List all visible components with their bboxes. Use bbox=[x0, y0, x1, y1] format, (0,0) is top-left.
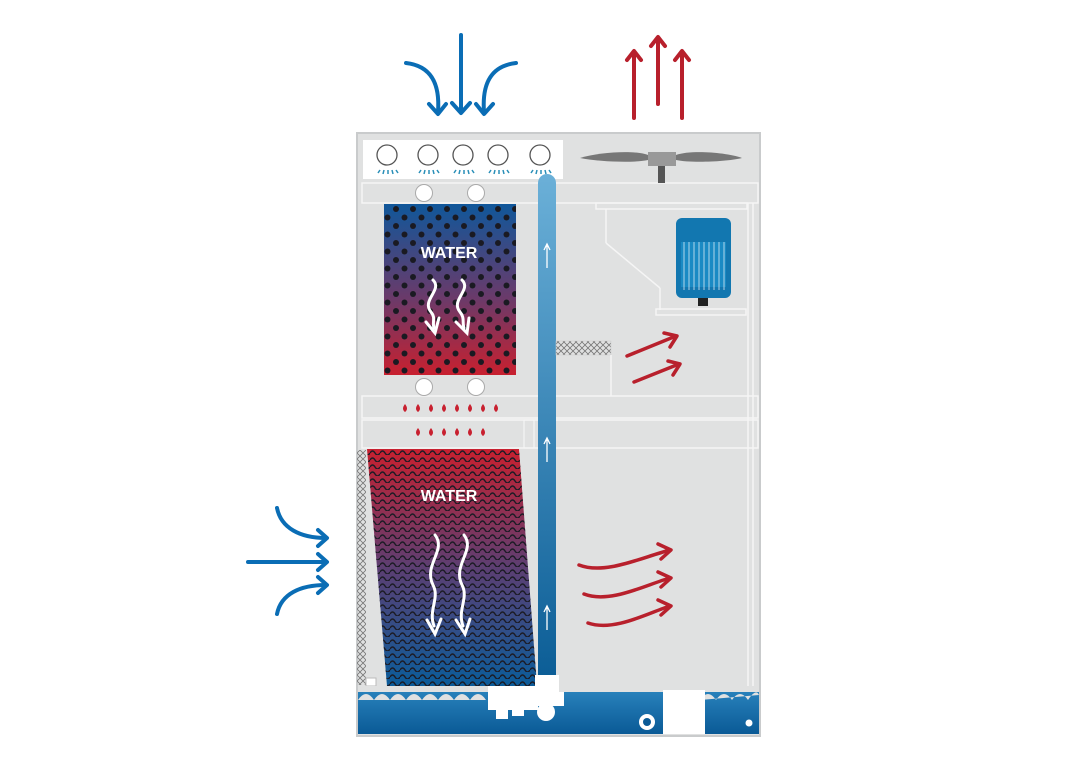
spray-nozzle-icon bbox=[417, 144, 440, 175]
fan-icon bbox=[580, 152, 742, 183]
water-drop-icon bbox=[481, 404, 485, 412]
water-drop-icon bbox=[416, 428, 420, 436]
arrow-down-icon bbox=[450, 33, 472, 115]
riser-pipe bbox=[538, 174, 556, 686]
air-outflow-top bbox=[625, 35, 691, 120]
arrow-up-icon bbox=[673, 49, 691, 120]
water-flow-arrow-icon bbox=[424, 278, 471, 337]
spray-nozzle-icon bbox=[529, 144, 552, 175]
water-drop-icon bbox=[494, 404, 498, 412]
arrow-up-icon bbox=[625, 49, 643, 120]
water-drop-icon bbox=[481, 428, 485, 436]
water-drop-icon bbox=[468, 428, 472, 436]
water-drop-icon bbox=[416, 404, 420, 412]
water-drop-icon bbox=[403, 404, 407, 412]
spray-nozzle-icon bbox=[452, 144, 475, 175]
arrow-right-icon bbox=[582, 570, 673, 599]
water-drop-icon bbox=[455, 404, 459, 412]
warm-air-upper bbox=[625, 331, 682, 384]
upper-fill-section: WATER bbox=[384, 204, 516, 375]
water-flow-arrow-icon bbox=[425, 533, 472, 638]
water-drop-icon bbox=[442, 404, 446, 412]
water-droplets bbox=[403, 404, 498, 436]
lower-fill-section: WATER bbox=[367, 449, 537, 686]
arrow-right-icon bbox=[625, 331, 679, 358]
arrow-down-icon bbox=[404, 61, 448, 116]
lower-fill-label: WATER bbox=[421, 488, 478, 505]
warm-air-lower bbox=[577, 542, 673, 628]
spray-header bbox=[363, 140, 563, 179]
water-drop-icon bbox=[429, 404, 433, 412]
motor-mount-frame bbox=[595, 202, 748, 316]
arrow-right-icon bbox=[275, 506, 329, 548]
arrow-right-icon bbox=[275, 575, 329, 616]
water-drop-icon bbox=[442, 428, 446, 436]
spray-nozzle-icon bbox=[487, 144, 510, 175]
arrow-up-icon bbox=[649, 35, 667, 106]
arrow-right-icon bbox=[246, 552, 329, 572]
air-inflow-top bbox=[404, 33, 518, 116]
inlet-louver bbox=[357, 450, 366, 685]
spray-nozzle-icon bbox=[376, 144, 399, 175]
distribution-outlets bbox=[415, 184, 485, 396]
arrow-right-icon bbox=[632, 359, 682, 384]
water-drop-icon bbox=[429, 428, 433, 436]
water-drop-icon bbox=[468, 404, 472, 412]
arrow-right-icon bbox=[586, 598, 673, 628]
arrow-right-icon bbox=[577, 542, 673, 570]
arrow-down-icon bbox=[474, 61, 518, 116]
pump-icon bbox=[488, 675, 564, 721]
air-inflow-side bbox=[246, 506, 329, 616]
drift-eliminator bbox=[555, 340, 612, 356]
motor-icon bbox=[676, 218, 731, 306]
upper-fill-label: WATER bbox=[421, 245, 478, 262]
water-drop-icon bbox=[455, 428, 459, 436]
